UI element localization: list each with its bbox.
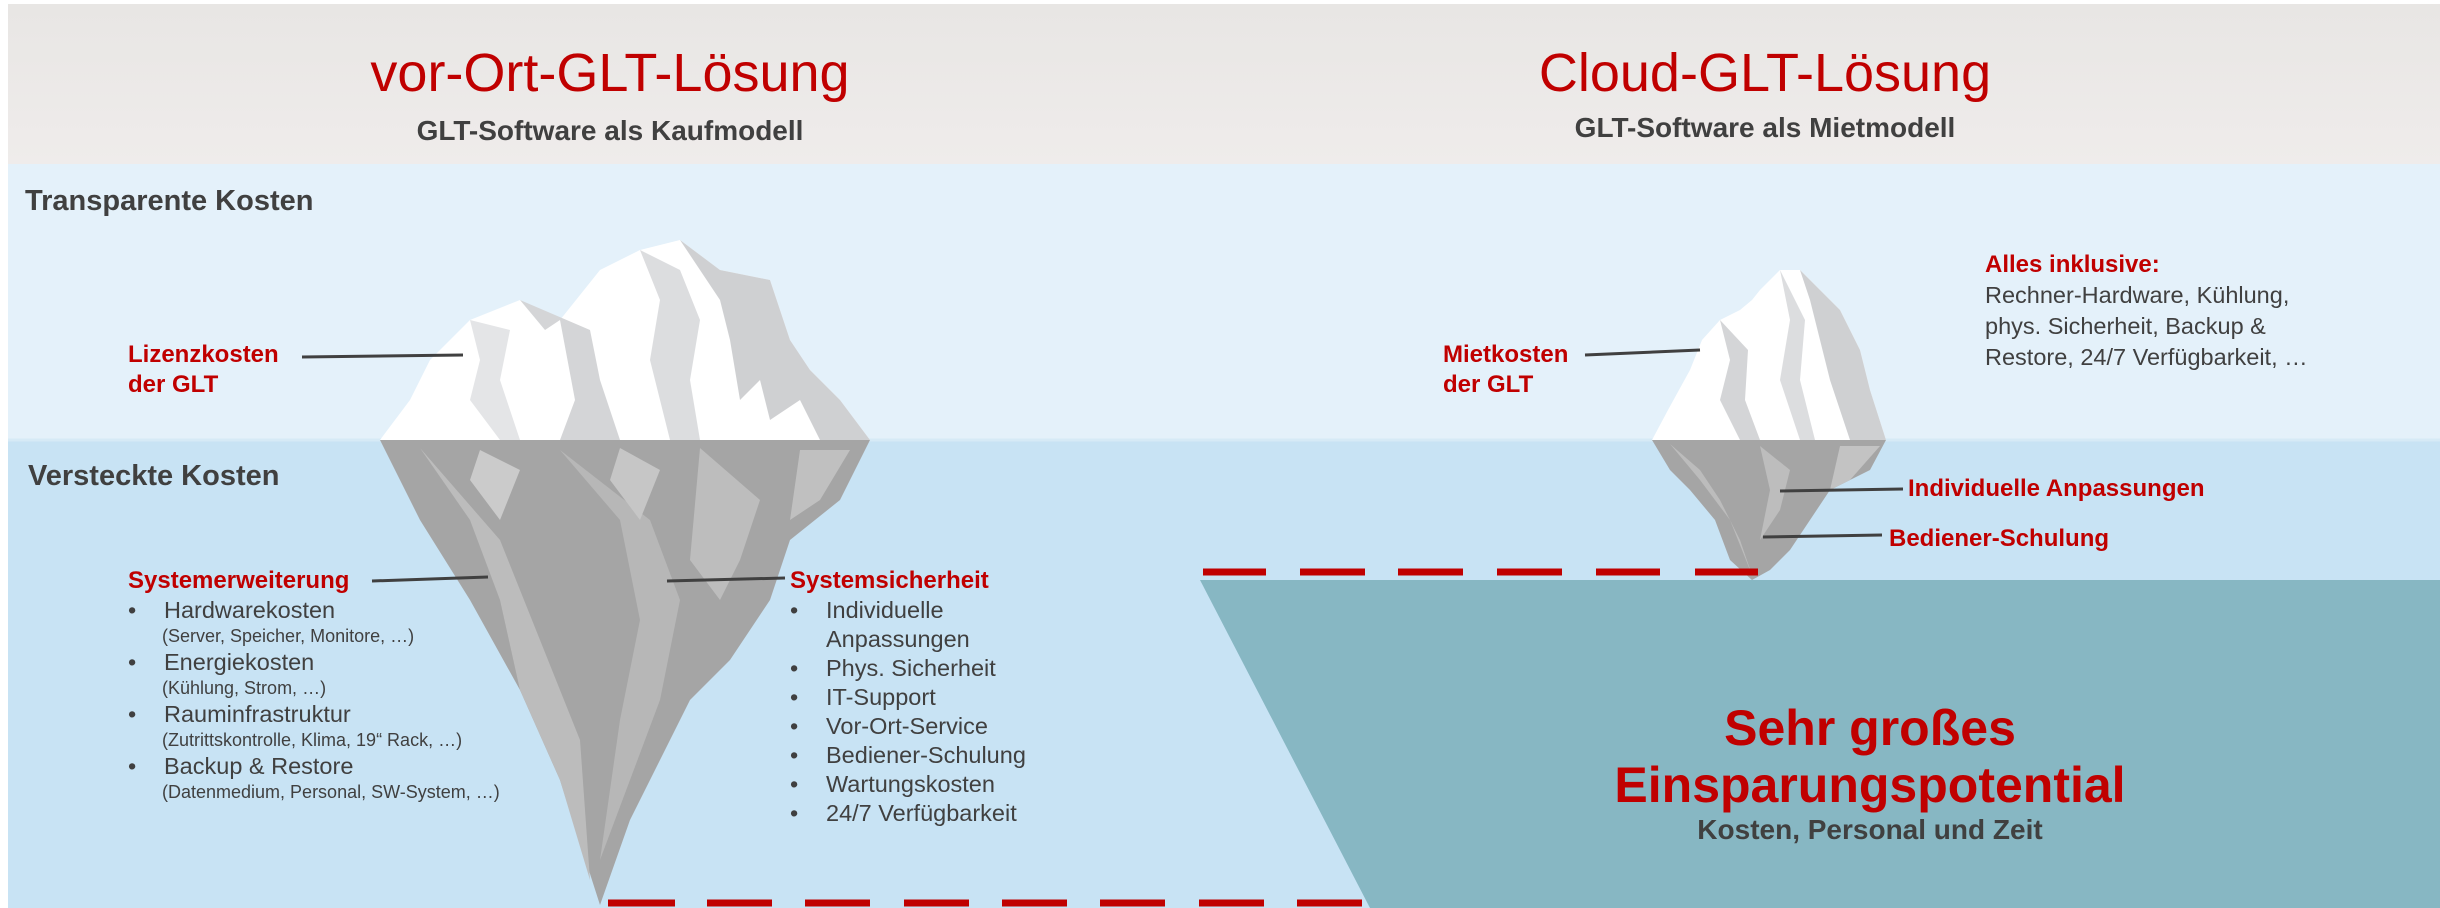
right-title: Cloud-GLT-Lösung	[1538, 43, 1992, 103]
license-cost-label: Lizenzkosten der GLT	[128, 340, 279, 400]
all-inclusive-line: Rechner-Hardware, Kühlung,	[1985, 282, 2290, 308]
all-inclusive-line: phys. Sicherheit, Backup &	[1985, 313, 2266, 339]
savings-block: Sehr großes Einsparungspotential Kosten,…	[1520, 700, 2220, 846]
list-item: Energiekosten (Kühlung, Strom, …)	[128, 648, 500, 700]
savings-headline-line1: Sehr großes	[1724, 700, 2016, 756]
list-item-title: Hardwarekosten	[164, 597, 336, 623]
list-item-text: Wartungskosten	[826, 771, 995, 797]
system-expansion-label: Systemerweiterung	[128, 567, 350, 594]
individual-adjustments-label: Individuelle Anpassungen	[1908, 475, 2205, 502]
list-item-text: Vor-Ort-Service	[826, 713, 988, 739]
savings-headline-line2: Einsparungspotential	[1614, 757, 2126, 813]
list-item-detail: (Zutrittskontrolle, Klima, 19“ Rack, …)	[162, 730, 463, 750]
list-item-title: Energiekosten	[164, 649, 315, 675]
list-item-detail: (Datenmedium, Personal, SW-System, …)	[162, 782, 500, 802]
list-item: Rauminfrastruktur (Zutrittskontrolle, Kli…	[128, 700, 500, 752]
right-subtitle: GLT-Software als Mietmodell	[1574, 112, 1956, 143]
list-item-title: Rauminfrastruktur	[164, 701, 351, 727]
header-band	[8, 4, 2440, 164]
left-title: vor-Ort-GLT-Lösung	[370, 43, 850, 103]
left-subtitle: GLT-Software als Kaufmodell	[416, 115, 804, 146]
system-expansion-list: Hardwarekosten (Server, Speicher, Monitor…	[128, 596, 500, 804]
list-item-title: Backup & Restore	[164, 753, 354, 779]
list-item: IT-Support	[790, 683, 1026, 712]
rent-cost-label-line1: Mietkosten	[1443, 341, 1569, 368]
rent-cost-label: Mietkosten der GLT	[1443, 340, 1568, 400]
list-item-text: Phys. Sicherheit	[826, 655, 996, 681]
rent-cost-label-line2: der GLT	[1443, 371, 1534, 398]
all-inclusive-block: Alles inklusive: Rechner-Hardware, Kühlu…	[1985, 250, 2308, 373]
license-cost-label-line2: der GLT	[128, 371, 219, 398]
hidden-costs-heading: Versteckte Kosten	[28, 460, 280, 492]
list-item-detail: (Server, Speicher, Monitore, …)	[162, 626, 415, 646]
list-item: Wartungskosten	[790, 770, 1026, 799]
savings-area	[1200, 580, 2440, 908]
right-iceberg-tip	[1652, 270, 1886, 440]
dashed-baselines	[608, 568, 1758, 907]
transparent-costs-heading: Transparente Kosten	[25, 185, 314, 217]
list-item: Backup & Restore (Datenmedium, Personal, …	[128, 752, 500, 804]
left-iceberg-tip	[380, 240, 870, 440]
list-item-text: Individuelle	[826, 597, 944, 623]
list-item-text-cont: Anpassungen	[826, 626, 970, 652]
list-item-text: 24/7 Verfügbarkeit	[826, 800, 1017, 826]
list-item-text: Bediener-Schulung	[826, 742, 1026, 768]
list-item: Hardwarekosten (Server, Speicher, Monitor…	[128, 596, 500, 648]
all-inclusive-title: Alles inklusive:	[1985, 251, 2160, 278]
savings-subline: Kosten, Personal und Zeit	[1697, 814, 2043, 845]
all-inclusive-line: Restore, 24/7 Verfügbarkeit, …	[1985, 344, 2308, 370]
list-item: 24/7 Verfügbarkeit	[790, 799, 1026, 828]
connector-lines	[301, 348, 1904, 583]
list-item-detail: (Kühlung, Strom, …)	[162, 678, 327, 698]
list-item: Bediener-Schulung	[790, 741, 1026, 770]
list-item: Vor-Ort-Service	[790, 712, 1026, 741]
system-security-label: Systemsicherheit	[790, 567, 989, 594]
right-iceberg-underwater	[1652, 440, 1886, 580]
list-item: Phys. Sicherheit	[790, 654, 1026, 683]
operator-training-label: Bediener-Schulung	[1889, 525, 2110, 552]
license-cost-label-line1: Lizenzkosten	[128, 341, 279, 368]
list-item-text: IT-Support	[826, 684, 936, 710]
left-iceberg-underwater	[380, 440, 870, 905]
